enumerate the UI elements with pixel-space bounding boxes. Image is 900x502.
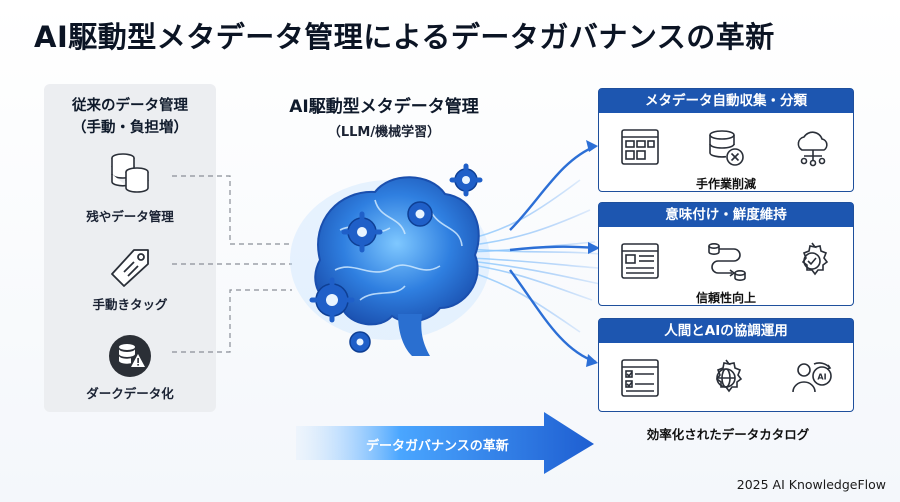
ai-brain-illustration xyxy=(290,163,601,356)
database-remove-icon xyxy=(709,130,744,166)
card-caption: 信頼性向上 xyxy=(695,291,756,305)
center-subtitle: （LLM/機械学習） xyxy=(327,125,441,140)
dashed-connectors xyxy=(172,175,292,353)
card-auto-collection: メタデータ自動収集・分類 xyxy=(598,88,854,192)
card-header: 人間とAIの協調運用 xyxy=(599,319,853,343)
item-label-legacy: 残やデータ管理 xyxy=(86,209,174,224)
flow-arrows xyxy=(509,140,600,367)
user-ai-icon: AI xyxy=(792,362,832,393)
tag-icon xyxy=(111,249,149,287)
governance-arrow xyxy=(296,412,594,474)
catalog-label: 効率化されたデータカタログ xyxy=(646,427,810,442)
globe-gear-icon xyxy=(715,359,743,393)
card-header: 意味付け・鮮度維持 xyxy=(599,203,853,227)
governance-arrow-label: データガバナンスの革新 xyxy=(366,439,509,454)
panel-title-line2: （手動・負担増） xyxy=(72,120,188,136)
data-flow-icon xyxy=(708,242,746,281)
card-caption: 手作業削減 xyxy=(695,177,756,191)
panel-title-line1: 従来のデータ管理 xyxy=(72,98,188,114)
cloud-network-icon xyxy=(797,131,828,167)
database-warning-icon xyxy=(109,335,151,377)
dashboard-grid-icon xyxy=(621,129,659,165)
document-list-icon xyxy=(621,243,659,279)
center-title: AI駆動型メタデータ管理 xyxy=(289,97,479,117)
checklist-icon xyxy=(621,359,659,397)
card-header: メタデータ自動収集・分類 xyxy=(599,89,853,113)
footer-credit: 2025 AI KnowledgeFlow xyxy=(736,477,886,492)
database-stack-icon xyxy=(111,153,149,193)
card-semantics-freshness: 意味付け・鮮度維持 xyxy=(598,202,854,306)
svg-text:AI: AI xyxy=(817,373,826,382)
item-label-manual-tagging: 手動きタッグ xyxy=(92,297,168,312)
card-human-ai-collab: 人間とAIの協調運用 xyxy=(598,318,854,412)
page-title: AI駆動型メタデータ管理によるデータガバナンスの革新 xyxy=(34,20,775,54)
gear-check-icon xyxy=(801,242,829,276)
item-label-dark-data: ダークデータ化 xyxy=(86,386,174,401)
